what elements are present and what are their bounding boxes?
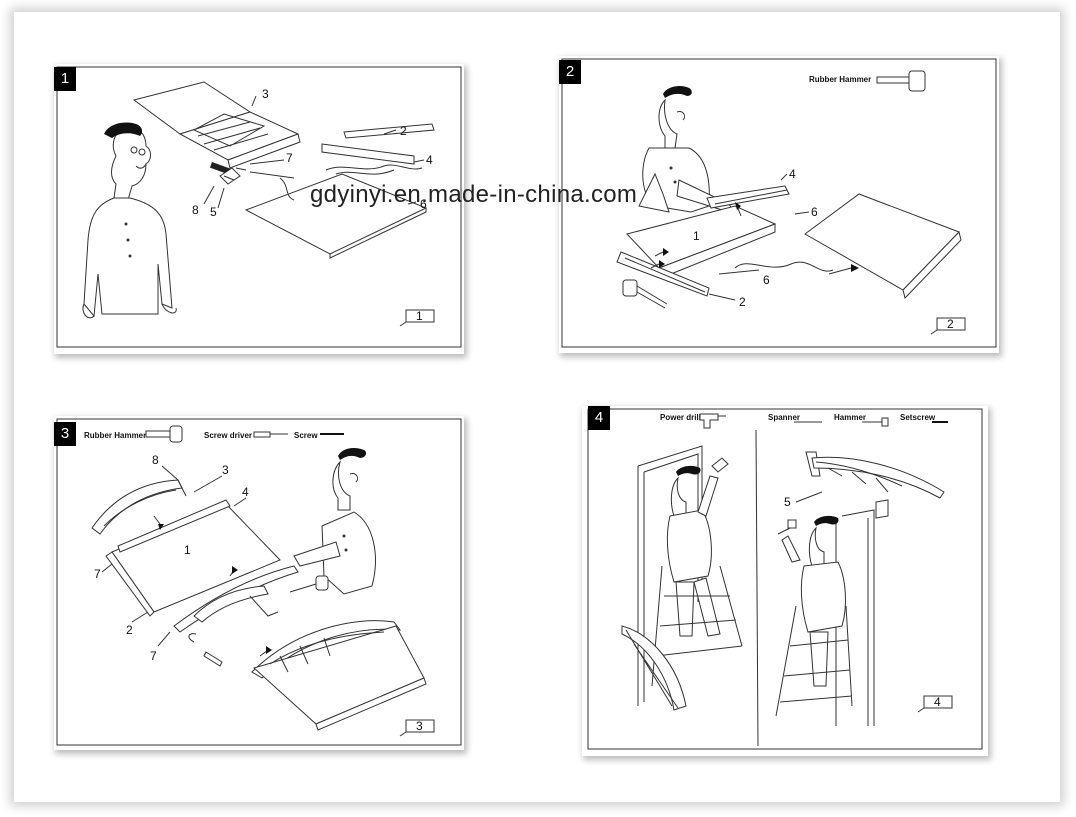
profile-parts <box>321 123 435 175</box>
tool-screw-driver: Screw driver <box>204 431 252 440</box>
step-3-illustration: Rubber Hammer Screw driver Screw <box>56 418 462 746</box>
label-8: 8 <box>152 453 159 467</box>
label-1: 1 <box>184 543 191 557</box>
label-6-top: 6 <box>811 205 818 219</box>
label-3: 3 <box>222 463 229 477</box>
label-2: 2 <box>126 623 133 637</box>
door-frame-left <box>637 445 703 706</box>
label-4: 4 <box>789 167 796 181</box>
panel-step-3: 3 Rubber Hammer Screw driver Screw <box>54 416 464 750</box>
man-hammering <box>777 515 846 687</box>
panel-step-1: 1 <box>54 64 464 354</box>
step-3-badge: 3 <box>54 422 76 446</box>
label-2: 2 <box>739 295 746 309</box>
tool-screw: Screw <box>294 431 318 440</box>
tool-rubber-hammer: Rubber Hammer <box>809 75 871 84</box>
rubber-hammer-in-use <box>289 575 329 593</box>
man-figure <box>293 448 376 595</box>
ladder-right <box>775 605 853 717</box>
label-7-left: 7 <box>94 567 101 581</box>
label-4: 4 <box>426 153 433 167</box>
label-3: 3 <box>262 87 269 101</box>
tool-spanner: Spanner <box>768 413 800 422</box>
page-number-1: 1 <box>416 309 423 323</box>
page-number-2: 2 <box>947 317 954 331</box>
page-number-4: 4 <box>934 695 941 709</box>
profile-4 <box>117 499 231 553</box>
rubber-hammer-in-use <box>622 279 668 309</box>
label-7-bottom: 7 <box>150 649 157 663</box>
watermark-text: gdyinyi.en.made-in-china.com <box>310 181 638 208</box>
page-number-3: 3 <box>416 719 423 733</box>
canopy-on-floor <box>621 625 687 711</box>
panel-step-2: 2 Rubber Hammer <box>559 56 999 353</box>
bracket-lower <box>193 585 279 623</box>
step-1-badge: 1 <box>54 67 76 91</box>
sheet-right <box>804 193 960 291</box>
profile-4 <box>706 185 790 209</box>
tool-setscrew: Setscrew <box>900 413 936 422</box>
step-1-illustration: 3 2 7 4 8 5 6 1 <box>56 66 462 348</box>
label-4: 4 <box>242 485 249 499</box>
label-7: 7 <box>286 151 293 165</box>
man-figure <box>82 122 177 319</box>
tool-hammer: Hammer <box>834 413 866 422</box>
label-1: 1 <box>693 229 700 243</box>
label-5: 5 <box>784 495 791 509</box>
ladder-left <box>651 565 743 687</box>
canopy-assembled <box>251 620 427 731</box>
wall-divider <box>755 429 759 747</box>
canopy-mounted <box>805 451 945 519</box>
bracket-upper <box>91 479 187 535</box>
man-figure <box>638 86 737 215</box>
rubber-hammer-icon <box>145 425 183 443</box>
label-6-bottom: 6 <box>763 273 770 287</box>
panel-step-4: 4 Power drill Spanner Hammer Setscrew <box>582 406 988 756</box>
rubber-hammer-icon <box>876 70 926 92</box>
step-2-illustration: Rubber Hammer <box>561 58 997 348</box>
hammer-icon <box>862 417 889 427</box>
label-8: 8 <box>192 203 199 217</box>
step-4-illustration: Power drill Spanner Hammer Setscrew <box>587 408 983 750</box>
box-parts <box>132 81 301 185</box>
label-6: 6 <box>420 197 427 211</box>
label-5: 5 <box>210 205 217 219</box>
label-2: 2 <box>400 124 407 138</box>
tool-rubber-hammer: Rubber Hammer <box>84 431 146 440</box>
screw-driver-icon <box>253 431 288 438</box>
step-4-badge: 4 <box>588 406 610 430</box>
man-drilling <box>666 457 729 637</box>
tool-power-drill: Power drill <box>660 413 701 422</box>
step-2-badge: 2 <box>559 60 581 84</box>
power-drill-icon <box>699 413 726 429</box>
